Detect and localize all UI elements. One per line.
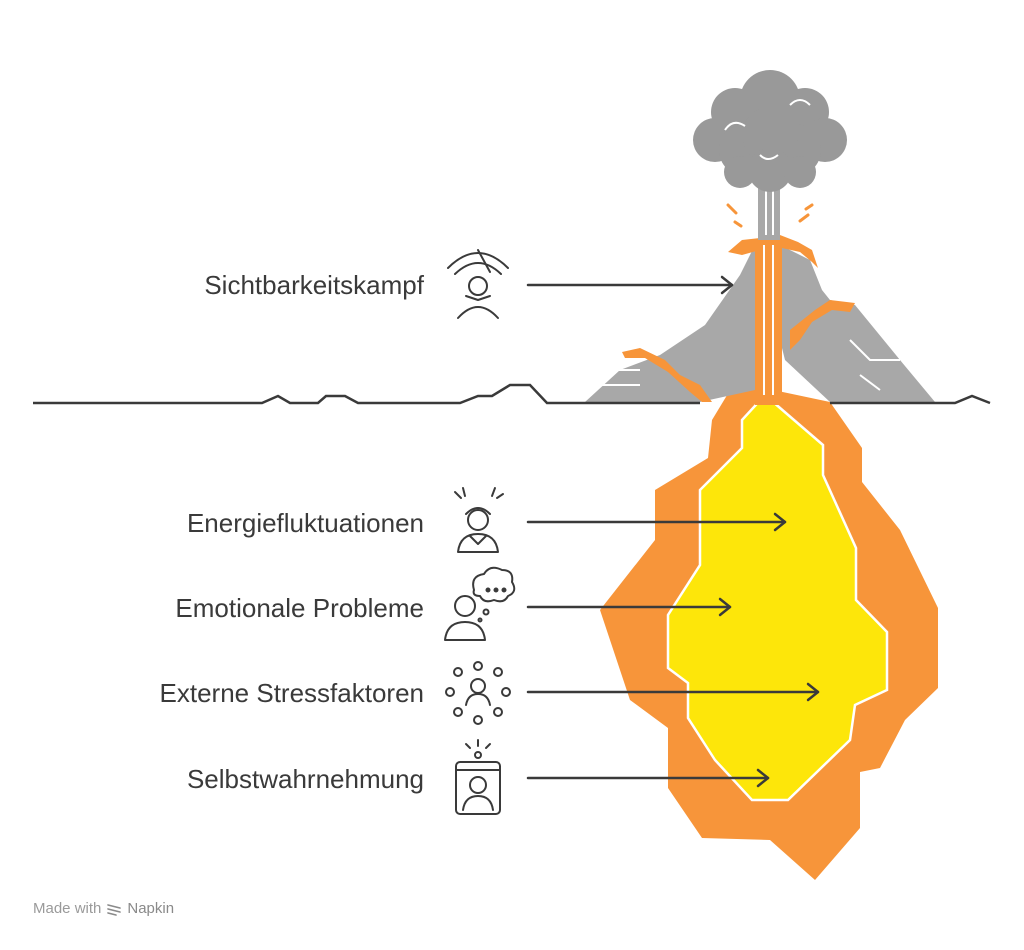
mountain-left xyxy=(585,245,760,402)
person-in-mirror-icon xyxy=(455,739,501,815)
footer: Made with Napkin xyxy=(33,900,174,917)
mountain-right xyxy=(780,245,935,402)
made-with-text: Made with xyxy=(33,900,102,917)
crater-lava xyxy=(728,232,818,268)
person-under-arc-icon xyxy=(447,249,509,319)
person-surrounded-icon xyxy=(445,661,511,725)
label-self: Selbstwahrnehmung xyxy=(186,764,424,794)
label-visibility: Sichtbarkeitskampf xyxy=(204,270,424,300)
arrow-energy xyxy=(526,512,787,532)
arrow-visibility xyxy=(526,275,734,295)
lava-flow-left xyxy=(622,348,712,402)
ground-line xyxy=(33,383,991,405)
label-emotional: Emotionale Probleme xyxy=(175,593,424,623)
lava-flow-right xyxy=(790,300,855,350)
label-external: Externe Stressfaktoren xyxy=(159,678,424,708)
thinking-person-icon xyxy=(444,566,516,641)
arrow-external xyxy=(526,682,820,702)
rock-details xyxy=(600,339,900,391)
arrow-emotional xyxy=(526,597,732,617)
cloud-details xyxy=(724,99,811,160)
napkin-logo-icon xyxy=(107,903,122,916)
smoke-cloud xyxy=(693,70,847,192)
brand-text: Napkin xyxy=(127,900,175,917)
arrow-self xyxy=(526,768,770,788)
lava-vent xyxy=(755,240,782,405)
stressed-person-icon xyxy=(454,487,504,553)
lava-sparks xyxy=(726,203,814,228)
label-energy: Energiefluktuationen xyxy=(186,508,424,538)
magma-inner xyxy=(666,393,889,802)
